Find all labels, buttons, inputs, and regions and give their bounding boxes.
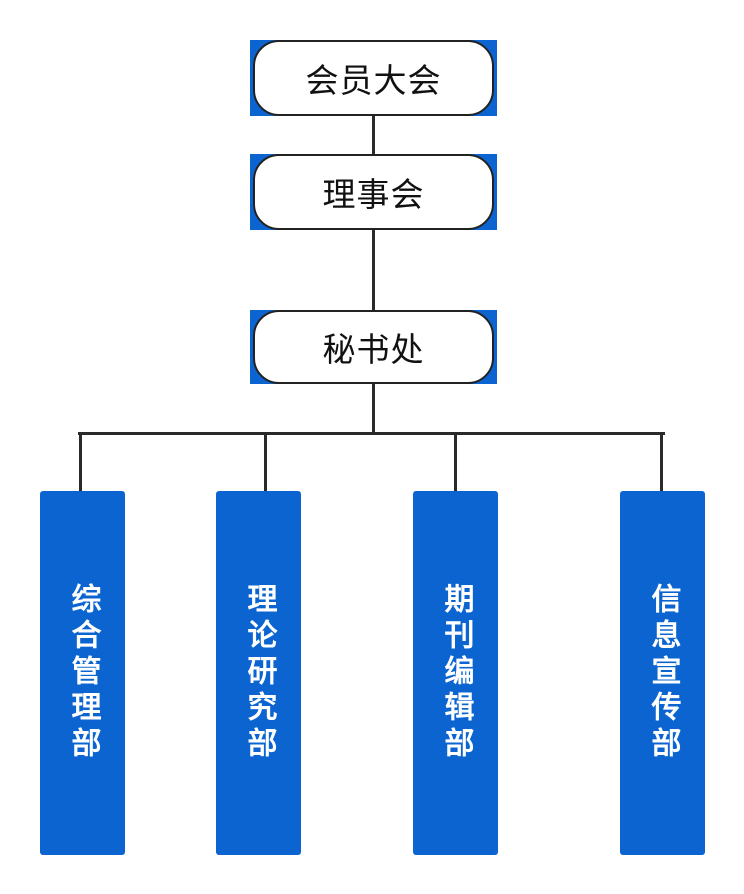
dept-theory-research-label: 理论研究部: [241, 583, 277, 763]
connector-secretariat-bus: [372, 384, 375, 434]
connector-council-secretariat: [372, 230, 375, 310]
dept-theory-research: 理论研究部: [216, 491, 301, 855]
connector-assembly-council: [372, 116, 375, 154]
node-general-assembly-label: 会员大会: [253, 40, 494, 116]
dept-information-publicity: 信息宣传部: [620, 491, 705, 855]
node-council-label: 理事会: [253, 154, 494, 230]
connector-dept-3: [454, 432, 457, 491]
node-council: 理事会: [250, 154, 497, 230]
node-secretariat: 秘书处: [250, 310, 497, 384]
node-general-assembly: 会员大会: [250, 40, 497, 116]
connector-dept-1: [79, 432, 82, 491]
connector-dept-4: [660, 432, 663, 491]
dept-journal-editing-label: 期刊编辑部: [438, 583, 474, 763]
connector-dept-2: [264, 432, 267, 491]
dept-information-publicity-label: 信息宣传部: [645, 583, 681, 763]
dept-journal-editing: 期刊编辑部: [413, 491, 498, 855]
department-bus-line: [78, 432, 665, 435]
dept-general-management: 综合管理部: [40, 491, 125, 855]
dept-general-management-label: 综合管理部: [65, 583, 101, 763]
node-secretariat-label: 秘书处: [253, 310, 494, 384]
